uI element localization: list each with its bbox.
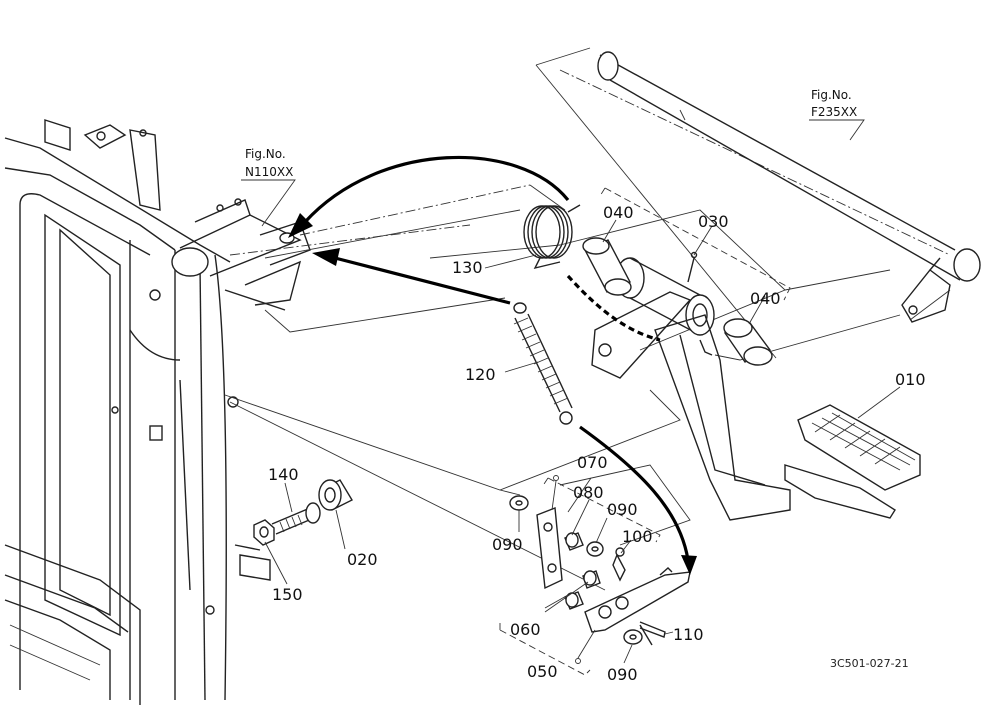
label-140: 140 [268, 465, 299, 484]
label-090-left: 090 [492, 535, 523, 554]
label-050: 050 [527, 662, 558, 681]
label-090-mid: 090 [607, 500, 638, 519]
label-110: 110 [673, 625, 704, 644]
collar-020 [318, 479, 353, 511]
label-080: 080 [573, 483, 604, 502]
frame-assembly [4, 119, 311, 705]
construction-lines [224, 47, 951, 591]
label-070: 070 [577, 453, 608, 472]
plate-assembly [509, 475, 691, 664]
label-090-bottom: 090 [607, 665, 638, 684]
part-labels: 010 020 030 040 040 050 060 070 080 090 … [268, 203, 926, 684]
assembly-arrows [288, 155, 697, 575]
nut-150 [253, 519, 275, 546]
label-040-lower: 040 [750, 289, 781, 308]
figure-ref-right-code: F235XX [811, 105, 857, 119]
label-150: 150 [272, 585, 303, 604]
group-bracket-030 [599, 187, 791, 301]
group-bracket-050 [499, 620, 591, 676]
bushing-040-upper [582, 237, 632, 296]
leader-lines [241, 119, 901, 664]
figure-ref-right: Fig.No. F235XX [811, 88, 857, 119]
label-030: 030 [698, 212, 729, 231]
label-060: 060 [510, 620, 541, 639]
figure-ref-right-prefix: Fig.No. [811, 88, 852, 102]
label-010: 010 [895, 370, 926, 389]
label-040-upper: 040 [603, 203, 634, 222]
label-020: 020 [347, 550, 378, 569]
torsion-spring-130 [523, 204, 581, 270]
label-130: 130 [452, 258, 483, 277]
label-120: 120 [465, 365, 496, 384]
pedal-shaft [597, 51, 981, 323]
pedal-pad-010 [784, 404, 921, 519]
tension-spring-120 [513, 302, 573, 425]
bolt-140 [271, 502, 321, 535]
bushing-040-lower [723, 318, 773, 366]
figure-ref-left-code: N110XX [245, 165, 293, 179]
drawing-code: 3C501-027-21 [830, 657, 909, 670]
group-bracket-070 [543, 477, 661, 543]
label-100: 100 [622, 527, 653, 546]
figure-ref-left-prefix: Fig.No. [245, 147, 286, 161]
figure-ref-left: Fig.No. N110XX [245, 147, 293, 179]
